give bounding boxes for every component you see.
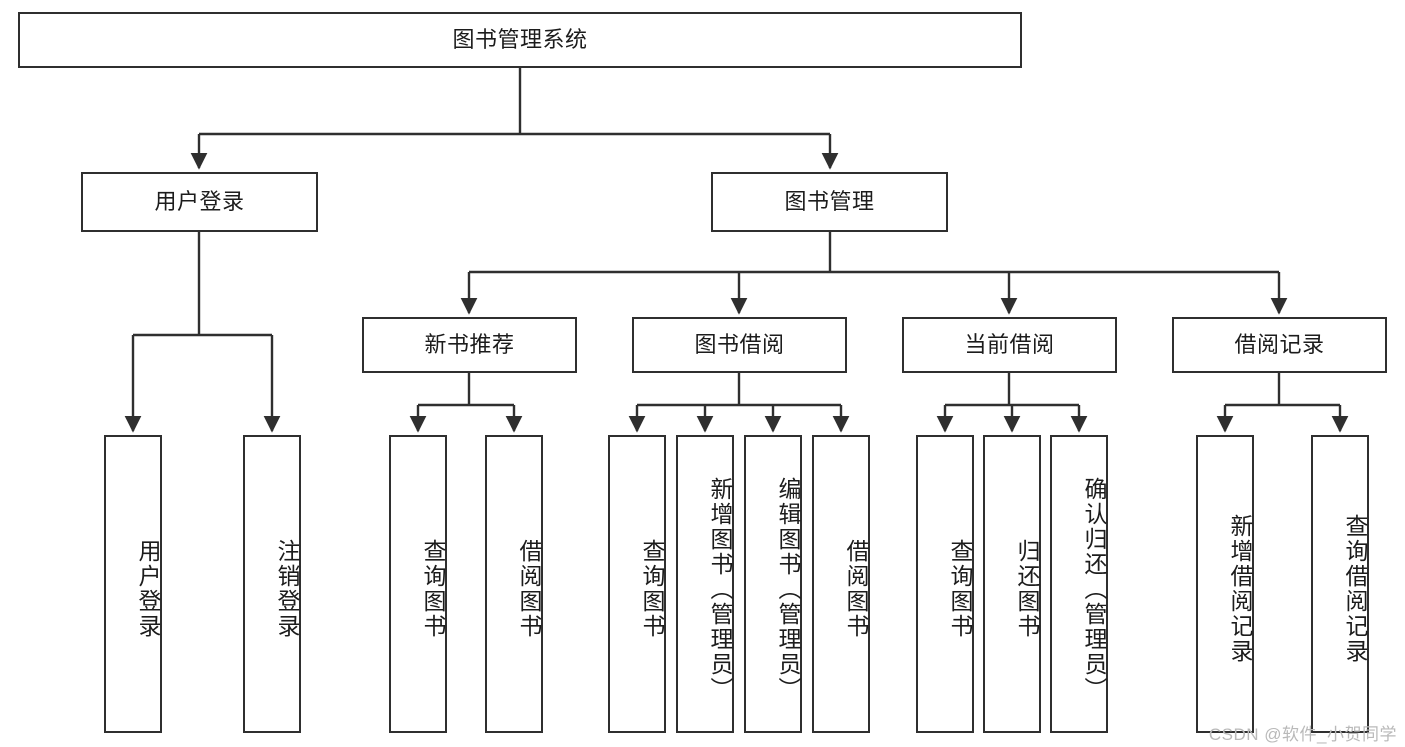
leaf-query-book-rec-label: 查询图书 xyxy=(420,539,446,639)
leaf-query-borrow-record[interactable]: 查询借阅记录 xyxy=(1311,435,1369,733)
leaf-add-book-admin-label: 新增图书（管理员） xyxy=(707,476,733,702)
node-book-management-label: 图书管理 xyxy=(784,189,875,215)
leaf-user-login[interactable]: 用户登录 xyxy=(104,435,162,733)
node-borrow-records[interactable]: 借阅记录 xyxy=(1172,317,1387,373)
leaf-borrow-book[interactable]: 借阅图书 xyxy=(812,435,870,733)
node-root-label: 图书管理系统 xyxy=(452,27,588,53)
node-user-login-label: 用户登录 xyxy=(154,189,245,215)
leaf-borrow-book-rec[interactable]: 借阅图书 xyxy=(485,435,543,733)
node-book-management[interactable]: 图书管理 xyxy=(711,172,948,232)
leaf-borrow-book-rec-label: 借阅图书 xyxy=(516,539,542,639)
node-root[interactable]: 图书管理系统 xyxy=(18,12,1022,68)
leaf-borrow-book-label: 借阅图书 xyxy=(843,539,869,639)
leaf-user-logout-label: 注销登录 xyxy=(274,539,300,639)
leaf-query-book-rec[interactable]: 查询图书 xyxy=(389,435,447,733)
leaf-add-borrow-record[interactable]: 新增借阅记录 xyxy=(1196,435,1254,733)
node-new-book-recommend-label: 新书推荐 xyxy=(424,332,515,358)
leaf-edit-book-admin-label: 编辑图书（管理员） xyxy=(775,476,801,702)
node-current-borrow[interactable]: 当前借阅 xyxy=(902,317,1117,373)
leaf-return-book-label: 归还图书 xyxy=(1014,539,1040,639)
leaf-query-book-borrow[interactable]: 查询图书 xyxy=(608,435,666,733)
leaf-user-logout[interactable]: 注销登录 xyxy=(243,435,301,733)
node-book-borrow[interactable]: 图书借阅 xyxy=(632,317,847,373)
node-borrow-records-label: 借阅记录 xyxy=(1234,332,1325,358)
node-current-borrow-label: 当前借阅 xyxy=(964,332,1055,358)
leaf-confirm-return-admin[interactable]: 确认归还（管理员） xyxy=(1050,435,1108,733)
leaf-add-borrow-record-label: 新增借阅记录 xyxy=(1227,514,1253,664)
leaf-query-book-current-label: 查询图书 xyxy=(947,539,973,639)
leaf-edit-book-admin[interactable]: 编辑图书（管理员） xyxy=(744,435,802,733)
node-book-borrow-label: 图书借阅 xyxy=(694,332,785,358)
leaf-confirm-return-admin-label: 确认归还（管理员） xyxy=(1081,476,1107,702)
node-new-book-recommend[interactable]: 新书推荐 xyxy=(362,317,577,373)
leaf-query-borrow-record-label: 查询借阅记录 xyxy=(1342,514,1368,664)
node-user-login[interactable]: 用户登录 xyxy=(81,172,318,232)
leaf-return-book[interactable]: 归还图书 xyxy=(983,435,1041,733)
leaf-user-login-label: 用户登录 xyxy=(135,539,161,639)
leaf-query-book-current[interactable]: 查询图书 xyxy=(916,435,974,733)
leaf-query-book-borrow-label: 查询图书 xyxy=(639,539,665,639)
leaf-add-book-admin[interactable]: 新增图书（管理员） xyxy=(676,435,734,733)
